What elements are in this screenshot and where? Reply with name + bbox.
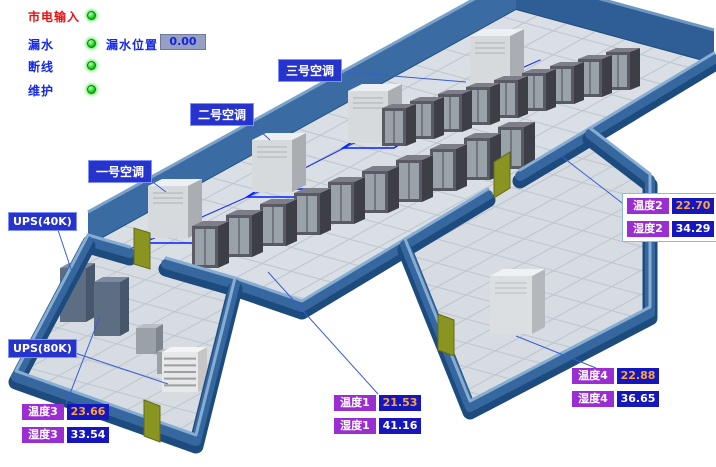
hum2-row: 湿度2 34.29	[627, 221, 714, 237]
hum1-label: 湿度1	[334, 418, 376, 434]
sensor-group-4: 温度4 22.88 湿度4 36.65	[572, 368, 659, 407]
server-rack	[464, 133, 501, 180]
hum4-row: 湿度4 36.65	[572, 391, 659, 407]
status-label-leak: 漏水	[28, 38, 55, 52]
temp3-value: 23.66	[67, 404, 109, 420]
annex-ac-unit[interactable]	[490, 269, 545, 334]
hum3-row: 湿度3 33.54	[22, 427, 109, 443]
server-rack	[396, 155, 433, 202]
temp2-row: 温度2 22.70	[627, 198, 714, 214]
temp2-value: 22.70	[672, 198, 714, 214]
ups-80k-tag[interactable]: UPS(80K)	[8, 339, 77, 358]
temp4-row: 温度4 22.88	[572, 368, 659, 384]
maintenance-led	[87, 85, 96, 94]
hum4-value: 36.65	[617, 391, 659, 407]
ac3-tag[interactable]: 三号空调	[278, 59, 343, 82]
doors	[133, 151, 511, 443]
temp1-row: 温度1 21.53	[334, 395, 421, 411]
status-label-maintenance: 维护	[28, 84, 55, 98]
server-rack	[260, 199, 297, 246]
leak-position-value: 0.00	[160, 34, 206, 50]
status-label-mains-power: 市电输入	[28, 10, 81, 24]
sensor-group-2: 温度2 22.70 湿度2 34.29	[622, 193, 716, 242]
front-walls	[80, 51, 716, 320]
server-rack-row-front	[192, 122, 535, 268]
temp1-label: 温度1	[334, 395, 376, 411]
hum3-value: 33.54	[67, 427, 109, 443]
temp4-label: 温度4	[572, 368, 614, 384]
ac2-tag[interactable]: 二号空调	[190, 103, 255, 126]
battery-box	[136, 324, 163, 354]
ac-unit[interactable]	[252, 133, 306, 192]
server-rack	[382, 104, 416, 146]
hum4-label: 湿度4	[572, 391, 614, 407]
leak-position-label: 漏水位置	[106, 38, 159, 52]
connector-lines	[57, 71, 627, 405]
hum2-label: 湿度2	[627, 221, 669, 237]
temp3-label: 温度3	[22, 404, 64, 420]
temp3-row: 温度3 23.66	[22, 404, 109, 420]
hum3-label: 湿度3	[22, 427, 64, 443]
server-rack	[328, 177, 365, 224]
leak-led	[87, 39, 96, 48]
ups-cabinet[interactable]	[94, 277, 129, 336]
server-rack	[430, 144, 467, 191]
server-rack	[226, 210, 263, 257]
temp4-value: 22.88	[617, 368, 659, 384]
annex-equipment[interactable]	[490, 269, 545, 334]
ac-unit[interactable]	[470, 29, 524, 88]
server-rack-row-back	[382, 48, 640, 146]
server-rack	[294, 188, 331, 235]
ups-unit[interactable]	[162, 347, 207, 392]
hum1-row: 湿度1 41.16	[334, 418, 421, 434]
disconnect-led	[87, 61, 96, 70]
sensor-group-1: 温度1 21.53 湿度1 41.16	[334, 395, 421, 434]
sensor-group-3: 温度3 23.66 湿度3 33.54	[22, 404, 109, 443]
ac1-tag[interactable]: 一号空调	[88, 160, 153, 183]
hum1-value: 41.16	[379, 418, 421, 434]
temp1-value: 21.53	[379, 395, 421, 411]
hum2-value: 34.29	[672, 221, 714, 237]
server-rack	[192, 221, 229, 268]
server-rack	[362, 166, 399, 213]
mains-power-led	[87, 11, 96, 20]
temp2-label: 温度2	[627, 198, 669, 214]
status-label-disconnect: 断线	[28, 60, 55, 74]
ups-40k-tag[interactable]: UPS(40K)	[8, 212, 77, 231]
